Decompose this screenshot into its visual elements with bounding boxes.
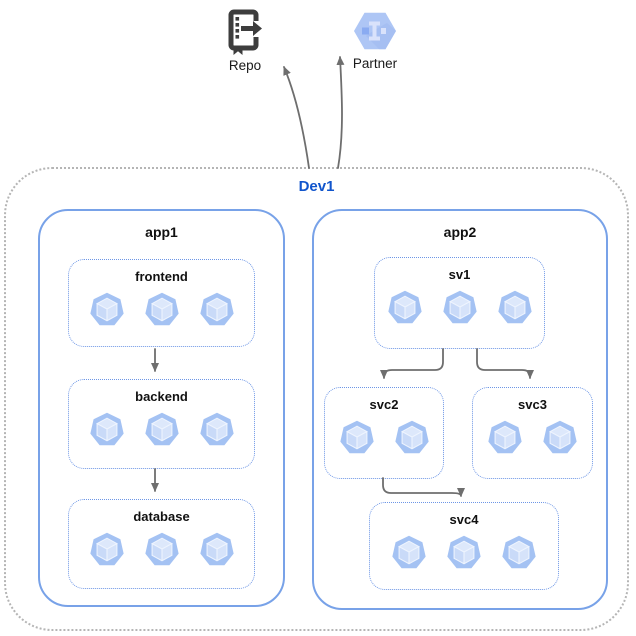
pod-icon xyxy=(199,532,234,566)
app1-label: app1 xyxy=(145,224,178,240)
pod-icon xyxy=(144,292,179,326)
svc3-pods xyxy=(473,419,592,455)
pod-icon xyxy=(89,292,124,326)
sv1-label: sv1 xyxy=(448,267,471,282)
app2-label: app2 xyxy=(443,224,477,240)
svc4-label: svc4 xyxy=(449,512,479,527)
partner-label: Partner xyxy=(352,56,398,71)
edge-dev1-to-partner xyxy=(336,56,345,169)
service-box-svc3: svc3 xyxy=(472,387,593,479)
svc4-pods xyxy=(370,534,558,570)
external-node-partner: Partner xyxy=(348,9,402,71)
pod-icon xyxy=(144,412,179,446)
pod-icon xyxy=(497,290,532,324)
database-label: database xyxy=(133,509,190,524)
frontend-label: frontend xyxy=(135,269,188,284)
backend-pods xyxy=(69,411,254,447)
svc2-pods xyxy=(325,419,443,455)
pod-icon xyxy=(89,412,124,446)
pod-icon xyxy=(199,292,234,326)
backend-label: backend xyxy=(135,389,188,404)
pod-icon xyxy=(339,420,374,454)
edge-dev1-to-repo xyxy=(283,66,310,169)
pod-icon xyxy=(199,412,234,446)
source-repository-icon xyxy=(228,9,263,55)
external-node-repo: Repo xyxy=(218,9,272,73)
svc2-label: svc2 xyxy=(369,397,399,412)
service-box-database: database xyxy=(68,499,255,589)
pod-icon xyxy=(89,532,124,566)
environment-box-dev1: Dev1 app1 frontend backend xyxy=(4,167,629,631)
pod-icon xyxy=(543,420,577,454)
pod-icon xyxy=(387,290,422,324)
pod-icon xyxy=(488,420,522,454)
pod-icon xyxy=(442,290,477,324)
pod-icon xyxy=(144,532,179,566)
database-pods xyxy=(69,531,254,567)
svc3-label: svc3 xyxy=(518,397,547,412)
pod-icon xyxy=(394,420,429,454)
service-box-sv1: sv1 xyxy=(374,257,545,349)
partner-hexagon-icon xyxy=(354,12,396,50)
service-box-backend: backend xyxy=(68,379,255,469)
service-box-svc2: svc2 xyxy=(324,387,444,479)
frontend-pods xyxy=(69,291,254,327)
sv1-pods xyxy=(375,289,544,325)
app-box-app1: app1 frontend backend xyxy=(38,209,285,607)
pod-icon xyxy=(502,535,536,569)
repo-label: Repo xyxy=(228,58,262,73)
service-box-frontend: frontend xyxy=(68,259,255,347)
service-box-svc4: svc4 xyxy=(369,502,559,590)
app-box-app2: app2 sv1 svc2 xyxy=(312,209,608,610)
pod-icon xyxy=(392,535,426,569)
pod-icon xyxy=(447,535,481,569)
environment-label: Dev1 xyxy=(298,178,335,195)
